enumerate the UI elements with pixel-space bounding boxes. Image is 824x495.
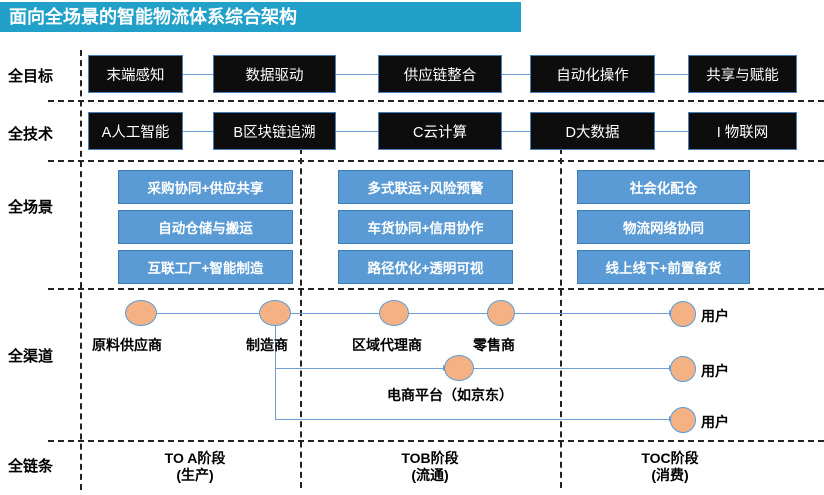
flow-manufacturer-to-ecommerce <box>275 368 445 369</box>
flow-agent-to-retailer <box>408 313 490 314</box>
node-label-user-1: 用户 <box>701 308 729 324</box>
node-label-user-2: 用户 <box>701 363 729 379</box>
divider-label-column <box>80 50 82 490</box>
tech-connector-2 <box>336 131 378 132</box>
flow-ecommerce-to-user <box>472 368 671 369</box>
flow-manufacturer-branch <box>275 322 276 420</box>
goal-connector-2 <box>336 74 378 75</box>
tech-box-5[interactable]: I 物联网 <box>688 112 797 150</box>
node-retailer[interactable] <box>487 300 515 326</box>
divider-scene-channel <box>48 288 824 290</box>
goal-connector-1 <box>183 74 213 75</box>
tech-connector-4 <box>655 131 688 132</box>
goal-box-4[interactable]: 自动化操作 <box>530 55 655 93</box>
goal-box-5[interactable]: 共享与赋能 <box>688 55 797 93</box>
flow-retailer-to-user <box>514 313 671 314</box>
tech-connector-3 <box>502 131 530 132</box>
node-user-3[interactable] <box>670 407 696 433</box>
scene-box-c1[interactable]: 社会化配仓 <box>577 170 750 204</box>
node-label-raw-supplier: 原料供应商 <box>92 337 162 353</box>
tech-box-1[interactable]: A人工智能 <box>88 112 183 150</box>
tech-box-3[interactable]: C云计算 <box>378 112 502 150</box>
node-manufacturer[interactable] <box>259 300 291 326</box>
tech-box-2[interactable]: B区块链追溯 <box>213 112 336 150</box>
divider-stage-a-b <box>300 148 302 488</box>
node-ecommerce[interactable] <box>444 355 474 381</box>
stage-c-line1: TOC阶段 <box>641 450 699 466</box>
scene-box-b1[interactable]: 多式联运+风险预警 <box>338 170 513 204</box>
goal-box-1[interactable]: 末端感知 <box>88 55 183 93</box>
stage-b-line2: (流通) <box>411 467 449 483</box>
divider-goal-tech <box>48 100 824 102</box>
title-bar <box>0 2 521 32</box>
scene-box-b2[interactable]: 车货协同+信用协作 <box>338 210 513 244</box>
scene-box-c3[interactable]: 线上线下+前置备货 <box>577 250 750 284</box>
stage-b: TOB阶段 (流通) <box>350 450 510 484</box>
node-label-ecommerce: 电商平台（如京东） <box>387 387 513 403</box>
node-raw-supplier[interactable] <box>125 300 157 326</box>
row-label-chain: 全链条 <box>8 458 54 475</box>
node-label-user-3: 用户 <box>701 414 729 430</box>
node-user-1[interactable] <box>670 301 696 327</box>
goal-box-3[interactable]: 供应链整合 <box>378 55 502 93</box>
stage-a-line1: TO A阶段 <box>164 450 226 466</box>
node-label-manufacturer: 制造商 <box>246 337 288 353</box>
flow-manufacturer-to-agent <box>290 313 385 314</box>
page-title: 面向全场景的智能物流体系综合架构 <box>9 7 297 27</box>
node-label-retailer: 零售商 <box>473 337 515 353</box>
row-label-goal: 全目标 <box>8 68 54 85</box>
goal-box-2[interactable]: 数据驱动 <box>213 55 336 93</box>
node-user-2[interactable] <box>670 356 696 382</box>
stage-a-line2: (生产) <box>176 467 214 483</box>
goal-connector-3 <box>502 74 530 75</box>
scene-box-a2[interactable]: 自动仓储与搬运 <box>118 210 293 244</box>
goal-connector-4 <box>655 74 688 75</box>
row-label-tech: 全技术 <box>8 126 54 143</box>
divider-stage-b-c <box>560 148 562 488</box>
stage-c-line2: (消费) <box>651 467 689 483</box>
scene-box-a3[interactable]: 互联工厂+智能制造 <box>118 250 293 284</box>
stage-c: TOC阶段 (消费) <box>590 450 750 484</box>
row-label-channel: 全渠道 <box>8 348 54 365</box>
stage-b-line1: TOB阶段 <box>401 450 459 466</box>
row-label-scene: 全场景 <box>8 199 54 216</box>
flow-manufacturer-to-user-direct <box>275 419 671 420</box>
tech-connector-1 <box>183 131 213 132</box>
node-regional-agent[interactable] <box>379 300 409 326</box>
divider-tech-scene <box>48 160 824 162</box>
node-label-regional-agent: 区域代理商 <box>352 337 422 353</box>
tech-box-4[interactable]: D大数据 <box>530 112 655 150</box>
stage-a: TO A阶段 (生产) <box>115 450 275 484</box>
flow-supplier-to-manufacturer <box>155 313 270 314</box>
scene-box-a1[interactable]: 采购协同+供应共享 <box>118 170 293 204</box>
scene-box-c2[interactable]: 物流网络协同 <box>577 210 750 244</box>
divider-channel-chain <box>48 440 824 442</box>
scene-box-b3[interactable]: 路径优化+透明可视 <box>338 250 513 284</box>
